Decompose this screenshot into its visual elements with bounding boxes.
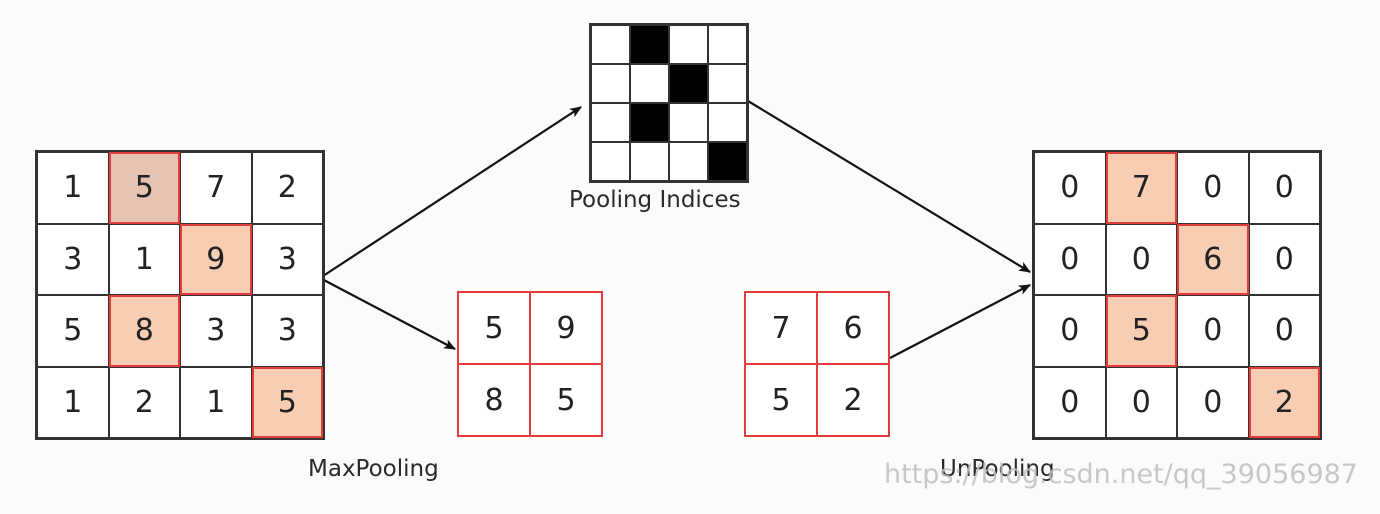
mask-cell bbox=[708, 64, 747, 103]
mask-cell-selected bbox=[708, 142, 747, 181]
unpooled-matrix-cell: 0 bbox=[1034, 223, 1106, 295]
mask-cell bbox=[591, 103, 630, 142]
unpooled-matrix-cell: 0 bbox=[1177, 295, 1249, 367]
unpool-input-matrix-cell: 2 bbox=[817, 364, 889, 436]
mask-cell bbox=[591, 25, 630, 64]
input-matrix-cell: 3 bbox=[251, 295, 323, 367]
pooled-matrix-cell: 5 bbox=[458, 292, 530, 364]
unpooled-matrix-cell: 2 bbox=[1248, 366, 1320, 438]
mask-cell bbox=[591, 64, 630, 103]
input-matrix-cell: 2 bbox=[251, 152, 323, 224]
pooled-matrix-cell: 8 bbox=[458, 364, 530, 436]
pooled-matrix-cell: 9 bbox=[530, 292, 602, 364]
input-matrix-cell: 5 bbox=[108, 152, 180, 224]
unpooled-matrix-cell: 0 bbox=[1177, 152, 1249, 224]
unpooled-matrix-cell: 0 bbox=[1248, 295, 1320, 367]
input-matrix-cell: 3 bbox=[251, 223, 323, 295]
input-matrix-cell: 1 bbox=[37, 366, 109, 438]
unpooled-matrix-cell: 0 bbox=[1034, 152, 1106, 224]
pooling-indices-label: Pooling Indices bbox=[569, 187, 741, 213]
input-matrix-cell: 1 bbox=[37, 152, 109, 224]
mask-cell bbox=[630, 64, 669, 103]
unpooled-matrix-cell: 0 bbox=[1034, 295, 1106, 367]
input-matrix-cell: 5 bbox=[251, 366, 323, 438]
mask-cell bbox=[708, 25, 747, 64]
unpool-input-matrix-cell: 5 bbox=[745, 364, 817, 436]
mask-cell-selected bbox=[630, 25, 669, 64]
arrow-unpool-input-to-unpooled bbox=[889, 284, 1031, 359]
input-matrix-cell: 5 bbox=[37, 295, 109, 367]
mask-cell bbox=[669, 142, 708, 181]
unpooled-matrix-cell: 0 bbox=[1177, 366, 1249, 438]
unpooled-matrix-cell: 0 bbox=[1105, 366, 1177, 438]
unpooling-label: UnPooling bbox=[940, 456, 1055, 482]
unpooled-matrix-cell: 5 bbox=[1105, 295, 1177, 367]
input-matrix-cell: 8 bbox=[108, 295, 180, 367]
unpool-input-matrix-cell: 7 bbox=[745, 292, 817, 364]
mask-cell bbox=[708, 103, 747, 142]
arrow-indices-to-unpooled bbox=[747, 100, 1031, 273]
input-matrix-cell: 3 bbox=[180, 295, 252, 367]
pooled-matrix-cell: 5 bbox=[530, 364, 602, 436]
input-matrix-cell: 1 bbox=[180, 366, 252, 438]
input-matrix-cell: 7 bbox=[180, 152, 252, 224]
unpooled-matrix-cell: 0 bbox=[1248, 152, 1320, 224]
mask-cell bbox=[669, 103, 708, 142]
unpool-input-matrix-cell: 6 bbox=[817, 292, 889, 364]
input-matrix-cell: 3 bbox=[37, 223, 109, 295]
unpooled-matrix-cell: 6 bbox=[1177, 223, 1249, 295]
mask-cell-selected bbox=[630, 103, 669, 142]
maxpooling-label: MaxPooling bbox=[308, 456, 439, 482]
mask-cell bbox=[669, 25, 708, 64]
unpooled-matrix-cell: 0 bbox=[1034, 366, 1106, 438]
mask-cell bbox=[591, 142, 630, 181]
input-matrix-cell: 1 bbox=[108, 223, 180, 295]
unpooled-matrix-cell: 0 bbox=[1105, 223, 1177, 295]
input-matrix-cell: 2 bbox=[108, 366, 180, 438]
watermark-text: https://blog.csdn.net/qq_39056987 bbox=[883, 459, 1358, 490]
mask-cell-selected bbox=[669, 64, 708, 103]
unpooled-matrix-cell: 7 bbox=[1105, 152, 1177, 224]
arrow-to-indices bbox=[319, 106, 582, 279]
arrow-to-pooled bbox=[319, 277, 456, 350]
pooling-indices-mask bbox=[589, 23, 749, 183]
input-matrix-cell: 9 bbox=[180, 223, 252, 295]
mask-cell bbox=[630, 142, 669, 181]
unpooled-matrix-cell: 0 bbox=[1248, 223, 1320, 295]
